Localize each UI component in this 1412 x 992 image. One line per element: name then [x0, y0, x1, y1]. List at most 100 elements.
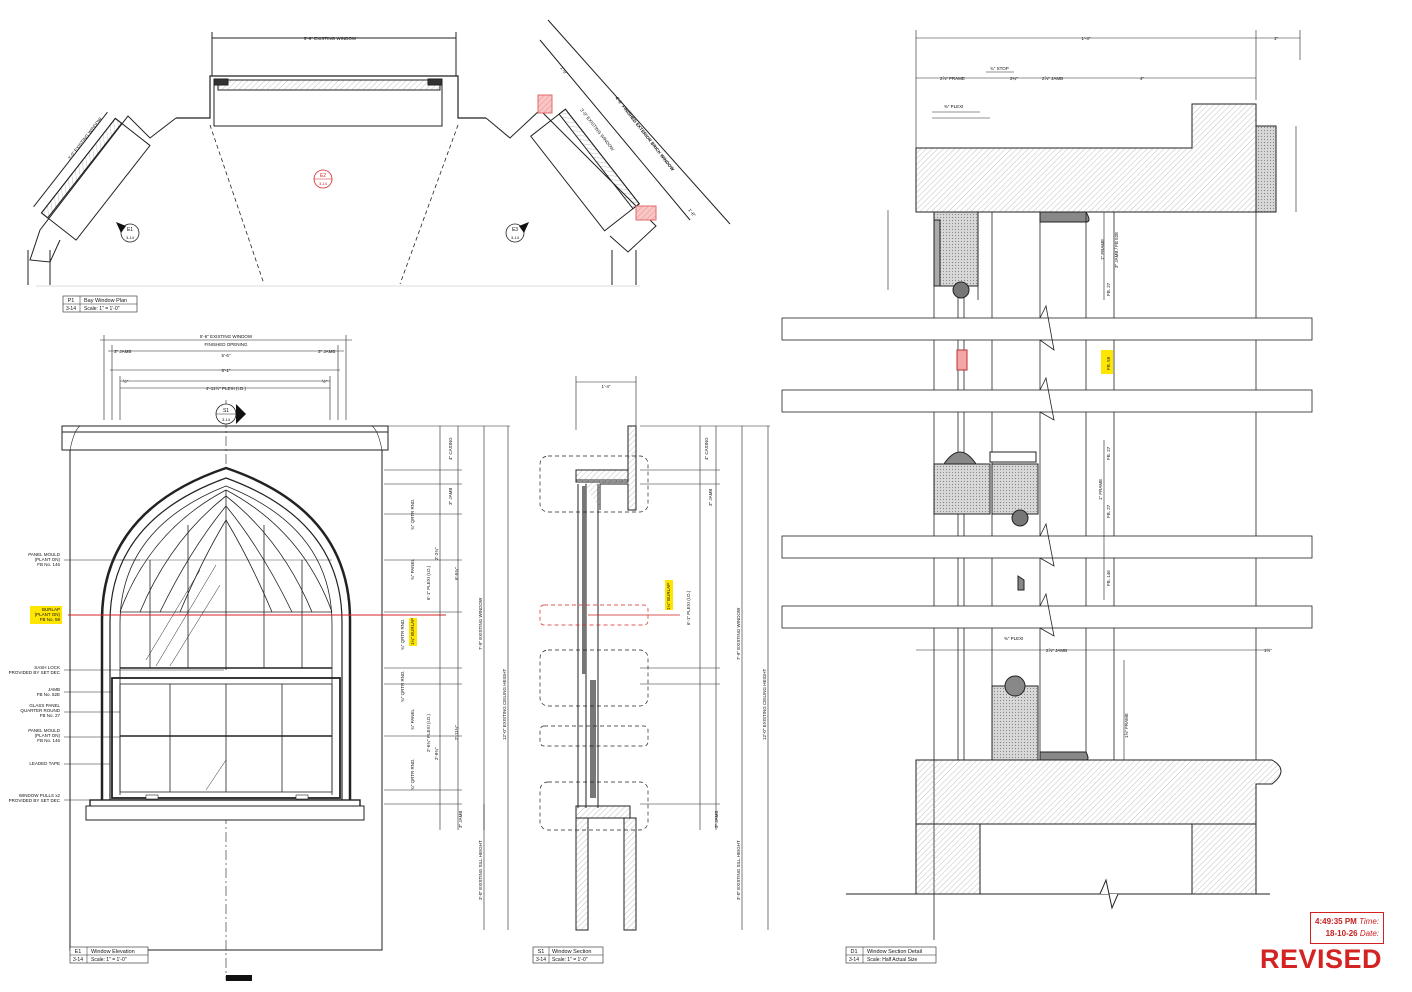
dim-existing-window: 7'-9" EXISTING WINDOW	[478, 597, 483, 650]
label-panel-mould-2: PANEL MOULD(PLANT ON)FB No. 146	[28, 728, 61, 743]
dim-sill-height: 3'-0" EXISTING SILL HEIGHT	[478, 840, 483, 900]
title-e1-scale: Scale: 1" = 1'-0"	[91, 957, 127, 963]
stamp-time: 4:49:35 PM	[1315, 917, 1357, 926]
title-p1-sheet: 3-14	[66, 306, 76, 312]
stamp-date: 18-10-26	[1325, 929, 1358, 938]
title-d1-num: D1	[850, 949, 857, 955]
label-leaded-tape: LEADED TAPE	[29, 761, 60, 766]
title-p1-scale: Scale: 1" = 1'-0"	[84, 306, 120, 312]
plan-existing-window-dim: 5'-6" EXISTING WINDOW	[304, 36, 357, 41]
title-e1-sheet: 3-14	[73, 957, 83, 963]
section-top-dim: 1'-4"	[602, 384, 611, 389]
elevation-vertical-dims: 4" CASING 3" JAMB ¾" QRTR RND. ¾" PANEL …	[400, 437, 507, 900]
title-d1-name: Window Section Detail	[867, 949, 922, 955]
callout-e3-label: E3	[512, 227, 518, 233]
dim-qrtr-2: ¾" QRTR RND.	[400, 618, 405, 650]
callout-s1[interactable]: S1 3-14	[215, 403, 246, 425]
detail-top-dim: 1'-4"	[1082, 36, 1091, 41]
dim-d3: 2'-8¾"	[434, 747, 439, 760]
callout-s1-sheet: 3-14	[222, 417, 231, 422]
detail-plexi-2: ⅜" PLEXI	[1004, 636, 1023, 641]
window-section-detail	[781, 30, 1313, 940]
detail-dims: 1'-4" 1" ¾" STOP 2⅞" FRAME 2¼" 2⅞" JAMB …	[940, 36, 1278, 738]
title-block-e1: E1 3-14 Window Elevation Scale: 1" = 1'-…	[69, 946, 149, 964]
bay-window-plan	[27, 19, 731, 287]
detail-top-right-dim: 1"	[1274, 36, 1279, 41]
dim-panel-2: ¾" PANEL	[410, 708, 415, 730]
detail-dim-b: 1½"	[1264, 647, 1272, 653]
section-jamb-2: 3" JAMB	[714, 811, 719, 828]
detail-frame: 2⅞" FRAME	[940, 76, 965, 81]
dim-ceiling-height: 12'-0" EXISTING CEILING HEIGHT	[502, 669, 507, 740]
detail-label-jamb: 3" JAMB / FB 52E	[1114, 232, 1119, 268]
title-d1-sheet: 3-14	[849, 957, 859, 963]
dim-d1: 2'-2¾"	[434, 547, 439, 560]
stamp-time-label: Time:	[1359, 917, 1379, 926]
callout-e1-sheet: 3-14	[126, 235, 135, 240]
callout-s1-label: S1	[223, 408, 229, 414]
stamp-date-label: Date:	[1359, 929, 1379, 938]
elev-jamb-right: 3" JAMB	[318, 349, 335, 354]
callout-e1-label: E1	[127, 227, 133, 233]
title-s1-num: S1	[538, 949, 545, 955]
callout-e2[interactable]: E2 3-14	[313, 169, 333, 189]
detail-plexi: ⅜" PLEXI	[944, 104, 963, 109]
detail-stop: ¾" STOP	[990, 66, 1009, 71]
title-s1-scale: Scale: 1" = 1'-0"	[552, 957, 588, 963]
window-elevation	[61, 335, 510, 981]
title-d1-scale: Scale: Half Actual Size	[867, 957, 918, 963]
callout-e1[interactable]: E1 3-14	[116, 222, 140, 243]
elev-width-1: 5'-6"	[222, 353, 231, 358]
callout-e3[interactable]: E3 3-14	[505, 222, 529, 243]
detail-jamb-2: 2⅞" JAMB	[1046, 648, 1067, 653]
title-p1-name: Bay Window Plan	[84, 298, 127, 304]
dim-panel-1: ¾" PANEL	[410, 558, 415, 580]
title-block-d1: D1 3-14 Window Section Detail Scale: Hal…	[845, 946, 937, 964]
detail-label-fb59: FB. 59	[1106, 356, 1111, 370]
title-block-p1: P1 3-14 Bay Window Plan Scale: 1" = 1'-0…	[62, 295, 138, 313]
label-panel-mould: PANEL MOULD(PLANT ON)FB No. 146	[28, 552, 61, 567]
elevation-top-dims: 5'-6" EXISTING WINDOW FINISHED OPENING 3…	[114, 334, 335, 391]
section-sill-height: 3'-0" EXISTING SILL HEIGHT	[736, 840, 741, 900]
section-ceiling-height: 12'-0" EXISTING CEILING HEIGHT	[762, 669, 767, 740]
plan-dim-a: 1'-0"	[559, 66, 569, 76]
detail-label-fb146: FB. 146	[1106, 570, 1111, 586]
title-s1-name: Window Section	[552, 949, 591, 955]
dim-qrtr-1: ¾" QRTR RND.	[410, 498, 415, 530]
section-dims: 1'-4" 4" CASING 3" JAMB 1¼" BURLAP 6'-1"…	[602, 384, 767, 900]
callout-e2-sheet: 3-14	[319, 181, 328, 186]
detail-jamb: 2⅞" JAMB	[1042, 76, 1063, 81]
revised-stamp: REVISED	[1259, 944, 1382, 974]
plan-dim-b: 1'-6"	[687, 208, 697, 218]
detail-label-fb27-3: FB. 27	[1106, 504, 1111, 518]
dim-burlap: 1¼" BURLAP	[410, 618, 415, 645]
elev-width-2: 5'-1"	[222, 368, 231, 373]
title-p1-num: P1	[68, 298, 75, 304]
title-e1-num: E1	[75, 949, 82, 955]
section-existing-window: 7'-9" EXISTING WINDOW	[736, 607, 741, 660]
elev-finished-opening: FINISHED OPENING	[204, 342, 248, 347]
dim-casing: 4" CASING	[448, 437, 453, 460]
detail-label-frame-2: 1" FRAME	[1098, 479, 1103, 500]
dim-qrtr-4: ¾" QRTR RND.	[410, 758, 415, 790]
elev-existing-window-dim: 5'-6" EXISTING WINDOW	[200, 334, 253, 339]
elev-half-right: ½"	[322, 378, 328, 384]
title-s1-sheet: 3-14	[536, 957, 546, 963]
dim-d4: 2'-11¾"	[454, 725, 459, 740]
section-jamb: 3" JAMB	[708, 489, 713, 506]
dim-d2: 6'-5¾"	[454, 567, 459, 580]
detail-dim-a: 2¼"	[1010, 76, 1018, 81]
dim-plexi-lower: 2'-6¾" PLEXI (I.D.)	[426, 714, 431, 752]
label-burlap: BURLAP(PLANT ON)FB No. 59	[35, 607, 61, 622]
detail-label-frame-1: 1" FRAME	[1100, 239, 1105, 260]
section-casing: 4" CASING	[704, 437, 709, 460]
time-date-stamp: 4:49:35 PM Time: 18-10-26 Date:	[1310, 912, 1384, 944]
window-section	[539, 376, 770, 931]
dim-plexi-upper: 6'-1" PLEXI (I.D.)	[426, 565, 431, 600]
detail-frame-2: 1⅝" FRAME	[1124, 713, 1129, 738]
elev-plexi-dim: 4'-11½" PLEXI (I.D.)	[206, 385, 247, 391]
